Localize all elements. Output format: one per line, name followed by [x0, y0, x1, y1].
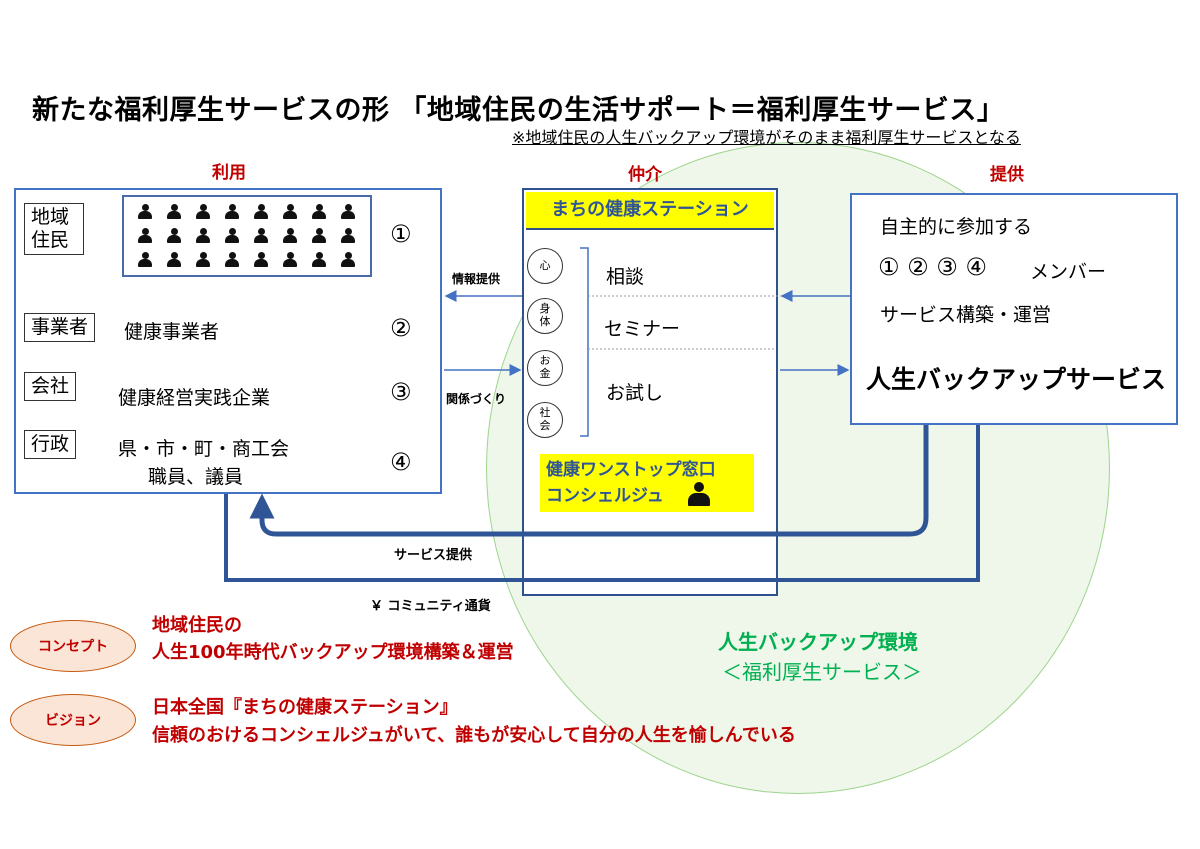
circle-mind: 心 — [527, 248, 563, 284]
label-relation: 関係づくり — [446, 392, 507, 406]
label-government: 行政 — [24, 430, 77, 459]
resident-person-icon — [225, 204, 239, 220]
text-health-company: 健康経営実践企業 — [118, 387, 271, 409]
concierge-line1: 健康ワンストップ窓口 — [546, 460, 716, 480]
circle-mind-label: 心 — [539, 258, 551, 272]
header-use: 利用 — [212, 163, 246, 183]
resident-person-icon — [167, 204, 181, 220]
circle-body-label: 身 体 — [539, 302, 551, 328]
provider-box — [850, 193, 1178, 425]
resident-person-icon — [254, 204, 268, 220]
resident-person-icon — [254, 228, 268, 244]
label-business: 事業者 — [24, 313, 96, 342]
residents-group — [122, 195, 372, 277]
circle-society: 社 会 — [527, 402, 563, 438]
line-community-currency — [224, 425, 980, 582]
resident-person-icon — [283, 204, 297, 220]
text-government: 県・市・町・商工会 — [118, 438, 290, 460]
resident-person-icon — [341, 204, 355, 220]
resident-person-icon — [225, 252, 239, 268]
resident-person-icon — [138, 228, 152, 244]
circle-body: 身 体 — [527, 298, 563, 334]
label-service-provision: サービス提供 — [394, 548, 473, 563]
resident-person-icon — [167, 228, 181, 244]
text-voluntary: 自主的に参加する — [880, 216, 1033, 238]
resident-person-icon — [196, 228, 210, 244]
text-life-backup-service: 人生バックアップサービス — [866, 365, 1167, 394]
resident-person-icon — [283, 228, 297, 244]
environment-subtitle: ＜福利厚生サービス＞ — [722, 660, 922, 684]
arrow-service-provision — [249, 425, 929, 537]
number-2: ② — [390, 314, 412, 342]
text-government-staff: 職員、議員 — [148, 466, 244, 488]
concierge-box: 健康ワンストップ窓口 コンシェルジュ — [540, 454, 754, 512]
label-residents: 地域 住民 — [24, 203, 84, 255]
health-station-box — [522, 188, 778, 596]
number-4: ④ — [390, 448, 412, 476]
resident-person-icon — [283, 252, 297, 268]
resident-person-icon — [312, 228, 326, 244]
item-trial: お試し — [606, 382, 664, 404]
number-3: ③ — [390, 378, 412, 406]
concierge-line2: コンシェルジュ — [546, 486, 664, 506]
page-subtitle: ※地域住民の人生バックアップ環境がそのまま福利厚生サービスとなる — [512, 128, 1021, 147]
text-health-business: 健康事業者 — [124, 321, 220, 343]
resident-person-icon — [196, 204, 210, 220]
vision-line1: 日本全国『まちの健康ステーション』 — [152, 697, 458, 718]
resident-person-icon — [341, 252, 355, 268]
circle-society-label: 社 会 — [539, 406, 551, 432]
resident-person-icon — [196, 252, 210, 268]
label-company: 会社 — [24, 372, 77, 401]
label-community-currency: ￥ コミュニティ通貨 — [370, 599, 491, 614]
concierge-person-icon — [688, 482, 710, 508]
resident-person-icon — [312, 252, 326, 268]
numbers-members: ① ② ③ ④ — [878, 253, 987, 281]
item-seminar: セミナー — [604, 318, 681, 340]
resident-person-icon — [138, 204, 152, 220]
vision-line2: 信頼のおけるコンシェルジュがいて、誰もが安心して自分の人生を愉しんでいる — [152, 725, 796, 746]
items-bracket — [580, 247, 589, 437]
health-station-title: まちの健康ステーション — [526, 192, 774, 230]
text-members: メンバー — [1030, 261, 1107, 283]
resident-person-icon — [254, 252, 268, 268]
circle-money-label: お 金 — [539, 354, 551, 380]
label-info: 情報提供 — [452, 272, 501, 286]
environment-title: 人生バックアップ環境 — [718, 630, 918, 654]
item-consultation: 相談 — [606, 266, 645, 288]
circle-money: お 金 — [527, 350, 563, 386]
resident-person-icon — [138, 252, 152, 268]
header-provide: 提供 — [990, 165, 1024, 185]
resident-person-icon — [341, 228, 355, 244]
resident-person-icon — [167, 252, 181, 268]
resident-person-icon — [312, 204, 326, 220]
concept-line2: 人生100年時代バックアップ環境構築＆運営 — [152, 642, 514, 663]
concept-oval: コンセプト — [10, 620, 136, 672]
concept-line1: 地域住民の — [152, 615, 242, 636]
header-mediate: 仲介 — [628, 165, 662, 185]
vision-oval: ビジョン — [10, 694, 136, 746]
page-title: 新たな福利厚生サービスの形 「地域住民の生活サポート＝福利厚生サービス」 — [32, 95, 1005, 126]
number-1: ① — [390, 220, 412, 248]
text-service-build: サービス構築・運営 — [880, 304, 1052, 326]
resident-person-icon — [225, 228, 239, 244]
